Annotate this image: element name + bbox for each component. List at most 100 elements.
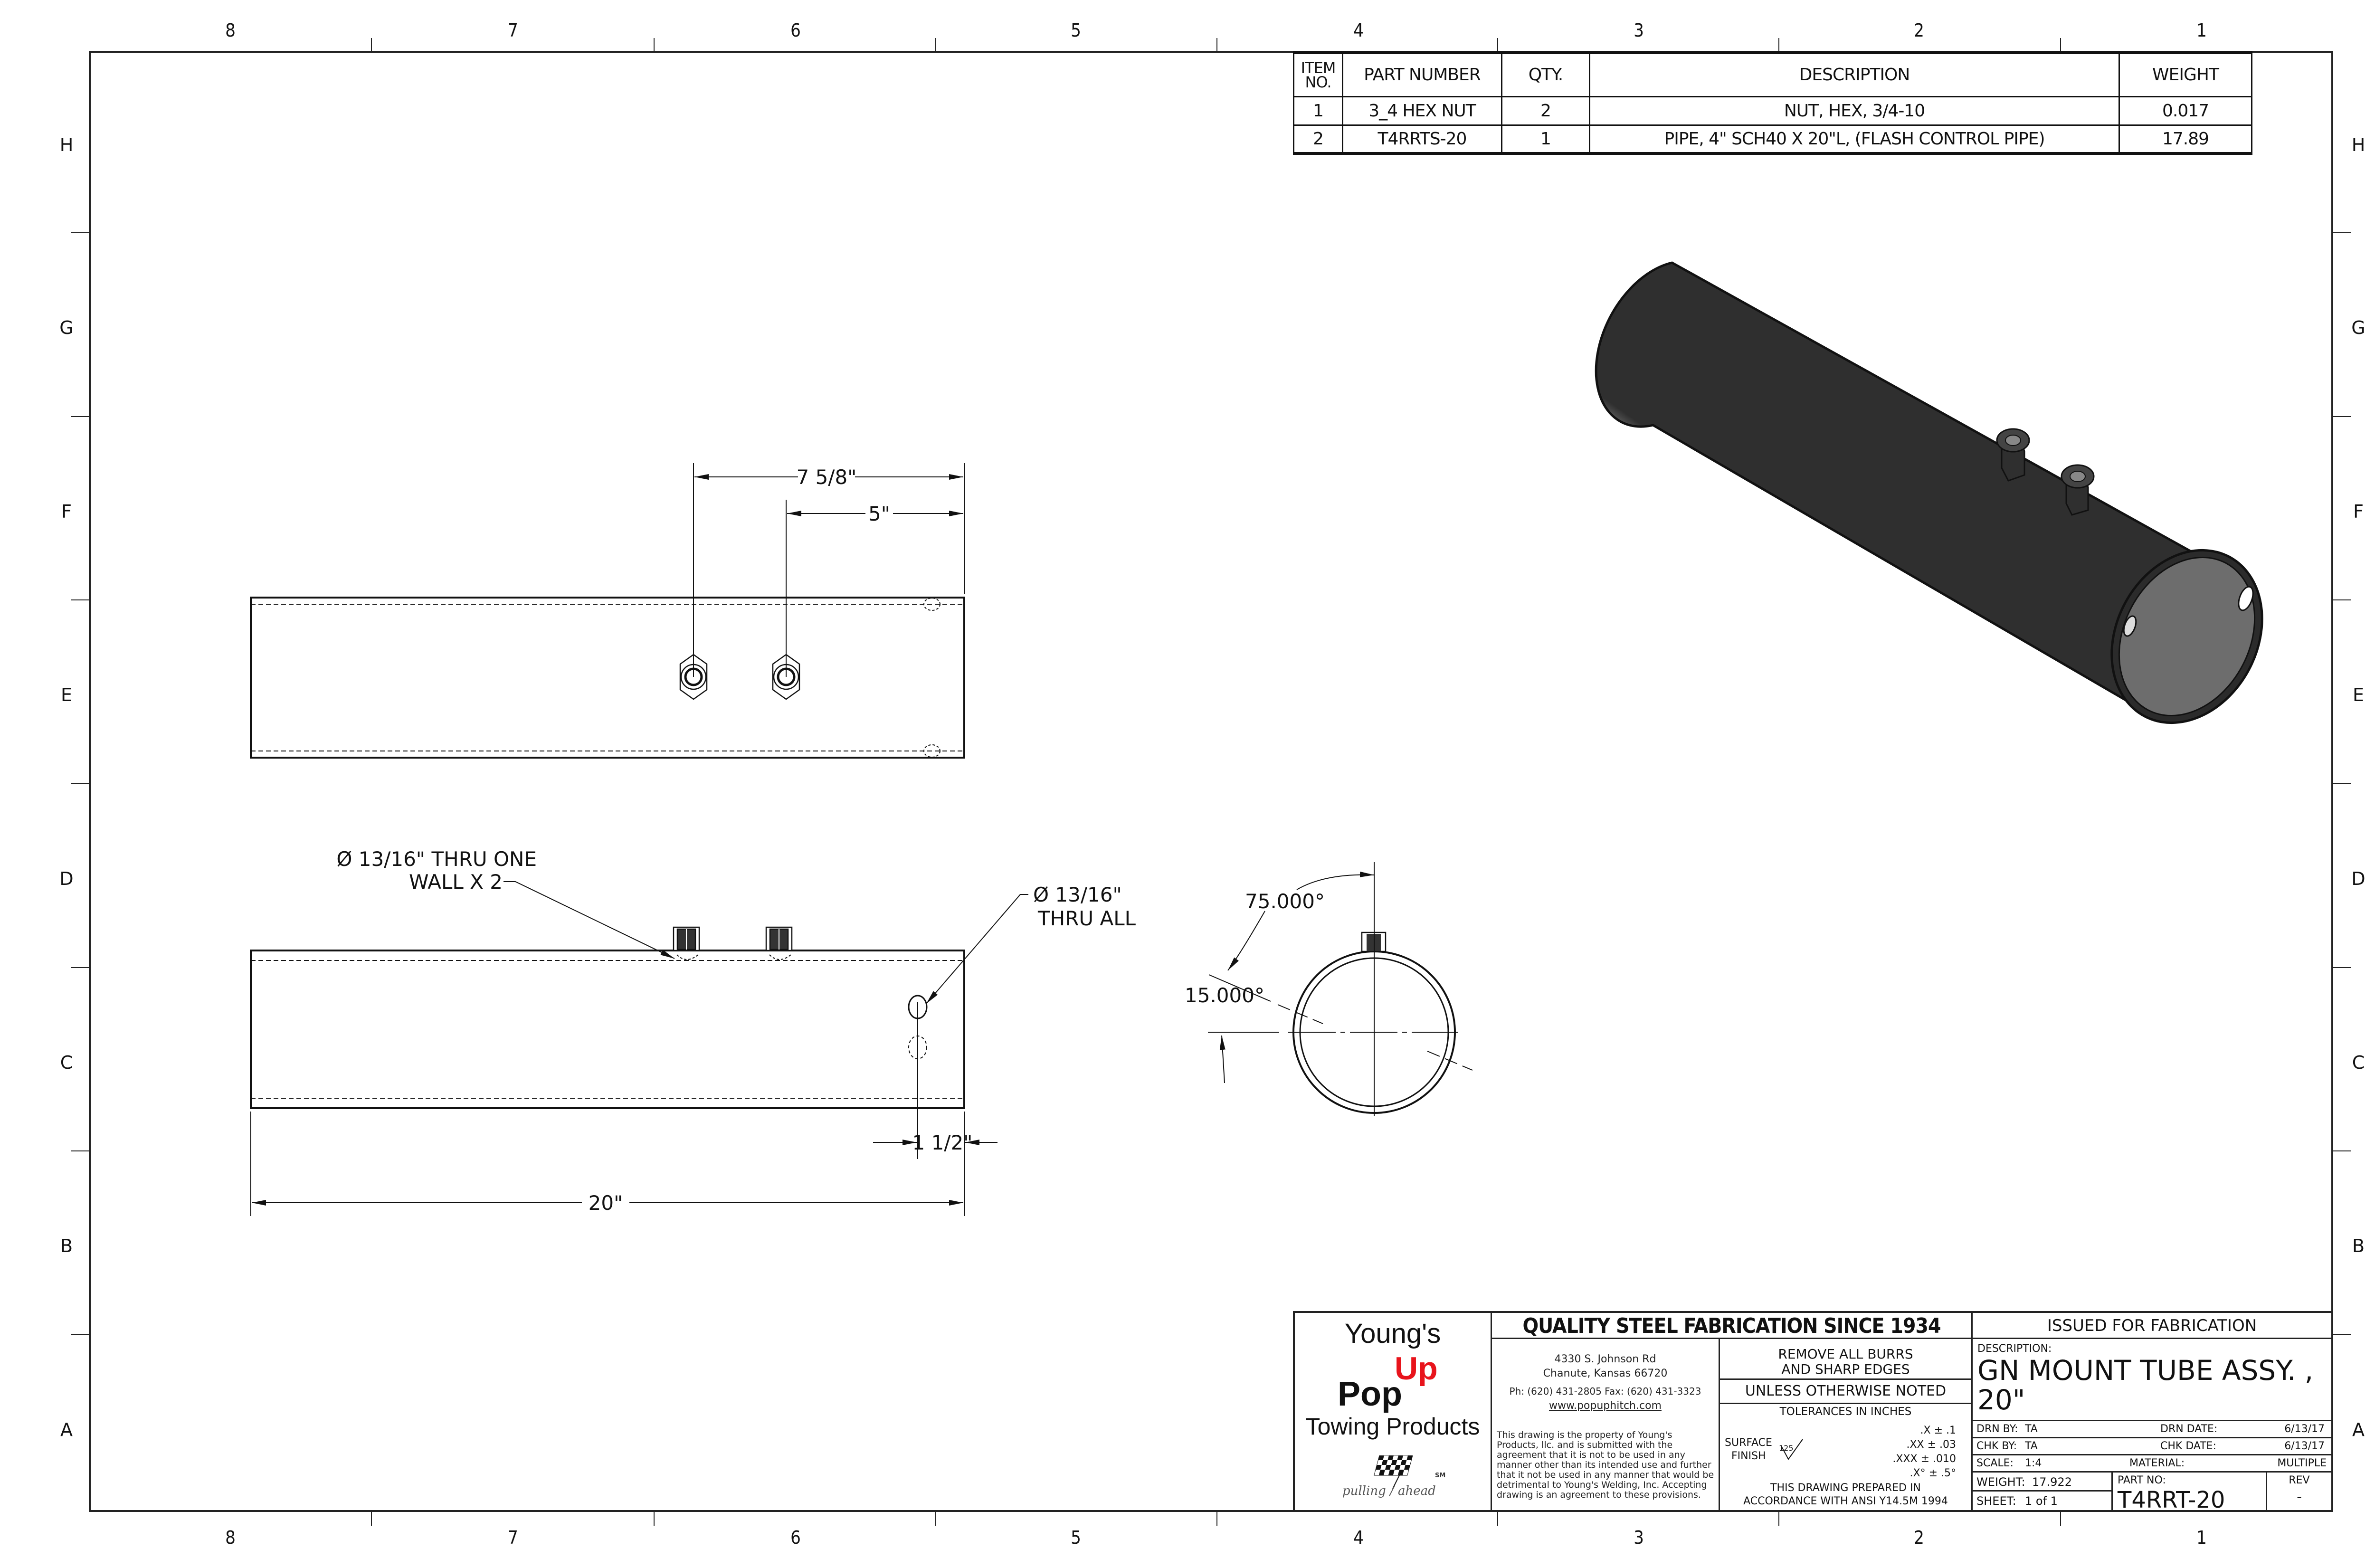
bom-cell-qty: 1 xyxy=(1501,124,1590,154)
bom-header-description: DESCRIPTION xyxy=(1589,52,2120,97)
drawn-row: DRN BY: TA DRN DATE: 6/13/17 xyxy=(1973,1421,2331,1438)
dim-5: 5" xyxy=(868,502,890,525)
part-no-value: T4RRT-20 xyxy=(2118,1487,2225,1513)
dim-angle-15: 15.000° xyxy=(1185,984,1264,1007)
bom-cell-description: NUT, HEX, 3/4-10 xyxy=(1589,95,2120,126)
bom-header-part-number: PART NUMBER xyxy=(1342,52,1502,97)
zone-label-right: A xyxy=(2352,1419,2365,1440)
revision-cell: REV - xyxy=(2267,1473,2331,1510)
hex-nut-3d-icon xyxy=(1996,428,2030,482)
zone-label-left: D xyxy=(59,868,74,889)
hex-nut-side-icon xyxy=(673,926,700,951)
zone-label-left: A xyxy=(60,1419,73,1440)
checkered-flag-icon xyxy=(1374,1455,1413,1489)
zone-label-bottom: 7 xyxy=(508,1527,518,1548)
note-unless-otherwise: UNLESS OTHERWISE NOTED xyxy=(1720,1380,1971,1404)
bom-cell-item: 2 xyxy=(1293,124,1343,154)
zone-label-top: 7 xyxy=(508,20,518,41)
issue-status: ISSUED FOR FABRICATION xyxy=(1973,1313,2331,1339)
bom-row: 1 3_4 HEX NUT 2 NUT, HEX, 3/4-10 0.017 xyxy=(1293,95,2252,126)
description-label: DESCRIPTION: xyxy=(1977,1343,2052,1355)
material-value: MULTIPLE xyxy=(2277,1457,2327,1469)
description-value: GN MOUNT TUBE ASSY. , 20" xyxy=(1977,1354,2314,1416)
zone-label-top: 1 xyxy=(2196,20,2207,41)
zone-label-right: H xyxy=(2351,134,2366,155)
zone-label-left: C xyxy=(60,1052,73,1073)
bom-cell-weight: 0.017 xyxy=(2118,95,2252,126)
company-info: 4330 S. Johnson Rd Chanute, Kansas 66720… xyxy=(1492,1339,1720,1510)
chk-date-value: 6/13/17 xyxy=(2284,1440,2325,1452)
zone-label-bottom: 3 xyxy=(1634,1527,1644,1548)
company-website-link[interactable]: www.popuphitch.com xyxy=(1549,1400,1662,1412)
zone-label-right: E xyxy=(2352,684,2365,705)
bom-cell-item: 1 xyxy=(1293,95,1343,126)
rev-value: - xyxy=(2297,1489,2302,1505)
dim-1-1-2: 1 1/2" xyxy=(912,1131,973,1154)
zone-label-top: 5 xyxy=(1071,20,1081,41)
company-phone: Ph: (620) 431-2805 Fax: (620) 431-3323 xyxy=(1509,1386,1701,1397)
logo-towing-products-text: Towing Products xyxy=(1305,1413,1480,1440)
company-address-line2: Chanute, Kansas 66720 xyxy=(1543,1368,1668,1379)
surface-finish-check-icon xyxy=(1781,1439,1803,1460)
scale-row: SCALE: 1:4 MATERIAL: MULTIPLE xyxy=(1973,1455,2331,1473)
zone-label-right: F xyxy=(2353,501,2364,522)
part-number-cell: PART NO: T4RRT-20 xyxy=(2113,1473,2267,1513)
chk-by-value: TA xyxy=(2025,1440,2038,1452)
callout-thru-one-wall-line2: WALL X 2 xyxy=(409,870,503,893)
drawing-description: DESCRIPTION: GN MOUNT TUBE ASSY. , 20" xyxy=(1973,1339,2331,1421)
chk-by-label: CHK BY: xyxy=(1976,1440,2017,1452)
zone-label-bottom: 4 xyxy=(1353,1527,1364,1548)
chk-date-label: CHK DATE: xyxy=(2160,1440,2216,1452)
weight-value: 17.922 xyxy=(2032,1475,2072,1489)
scale-value: 1:4 xyxy=(2025,1457,2042,1469)
zone-label-top: 2 xyxy=(1914,20,1924,41)
checked-row: CHK BY: TA CHK DATE: 6/13/17 xyxy=(1973,1438,2331,1455)
weight-label: WEIGHT: xyxy=(1976,1475,2025,1489)
quality-banner: QUALITY STEEL FABRICATION SINCE 1934 xyxy=(1492,1313,1973,1339)
callout-thru-one-wall-line1: Ø 13/16" THRU ONE xyxy=(336,847,537,871)
dim-7-5-8: 7 5/8" xyxy=(797,466,857,489)
drn-by-label: DRN BY: xyxy=(1976,1423,2018,1435)
bom-header-qty: QTY. xyxy=(1501,52,1590,97)
zone-label-left: F xyxy=(61,501,72,522)
zone-label-right: G xyxy=(2351,317,2366,338)
zone-label-left: E xyxy=(60,684,73,705)
bom-cell-weight: 17.89 xyxy=(2118,124,2252,154)
bom-header-weight: WEIGHT xyxy=(2118,52,2252,97)
proprietary-notice: This drawing is the property of Young's … xyxy=(1497,1430,1714,1500)
logo-youngs-text: Young's xyxy=(1344,1318,1441,1349)
part-no-label: PART NO: xyxy=(2118,1474,2166,1486)
zone-label-right: D xyxy=(2351,868,2366,889)
zone-label-right: C xyxy=(2352,1052,2365,1073)
bom-row: 2 T4RRTS-20 1 PIPE, 4" SCH40 X 20"L, (FL… xyxy=(1293,124,2252,154)
material-label: MATERIAL: xyxy=(2129,1457,2185,1469)
zone-label-bottom: 2 xyxy=(1914,1527,1924,1548)
zone-label-top: 4 xyxy=(1353,20,1364,41)
tolerance-list: .X ± .1 .XX ± .03 .XXX ± .010 .X° ± .5° xyxy=(1892,1424,1956,1481)
tolerances-title: TOLERANCES IN INCHES xyxy=(1779,1406,1912,1418)
zone-label-left: H xyxy=(59,134,74,155)
zone-label-top: 8 xyxy=(225,20,236,41)
surface-finish-label: SURFACE FINISH xyxy=(1725,1437,1772,1462)
logo-up-text: Up xyxy=(1395,1350,1438,1387)
zone-label-bottom: 1 xyxy=(2196,1527,2207,1548)
logo-tagline: pulling / ahead xyxy=(1342,1484,1436,1498)
tolerance-item: .XX ± .03 xyxy=(1906,1439,1956,1451)
zone-label-bottom: 8 xyxy=(225,1527,236,1548)
logo-pop-text: Pop xyxy=(1338,1375,1402,1413)
zone-label-left: B xyxy=(60,1235,73,1256)
dim-angle-75: 75.000° xyxy=(1245,890,1325,913)
sheet-label: SHEET: xyxy=(1976,1494,2016,1508)
service-mark: SM xyxy=(1435,1472,1446,1479)
